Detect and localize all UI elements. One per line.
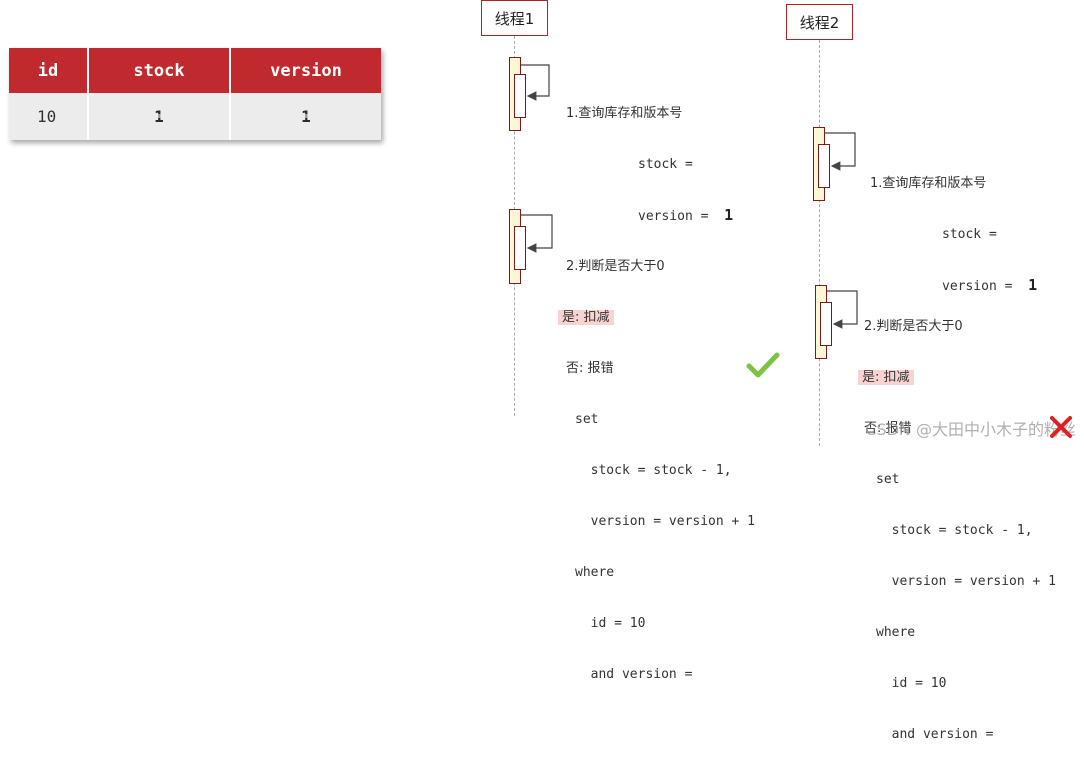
thread2-version-value: 1 xyxy=(1028,276,1038,294)
thread2-stock-line: stock = xyxy=(942,227,997,242)
thread2-version-label: version = xyxy=(942,279,1013,294)
thread1-title: 线程1 xyxy=(481,0,548,36)
thread1-yes-label: 是: 扣减 xyxy=(558,310,614,325)
thread1-activation-query-inner xyxy=(514,74,526,118)
thread2-yes-label: 是: 扣减 xyxy=(858,370,914,385)
thread1-yes-line: 是: 扣减 xyxy=(558,309,755,326)
cell-stock: 1 xyxy=(88,93,231,140)
thread1-version-line: version = 1 xyxy=(566,207,733,225)
thread2-title: 线程2 xyxy=(786,4,853,40)
thread2-query-label: 1.查询库存和版本号 xyxy=(870,176,987,191)
thread1-stock-line: stock = xyxy=(638,157,693,172)
thread1-judge-note: 2.判断是否大于0 是: 扣减 否: 报错 set stock = stock … xyxy=(558,224,756,700)
thread1-query-note: 1.查询库存和版本号 stock = version = 1 xyxy=(566,71,733,242)
cell-id: 10 xyxy=(9,93,89,140)
thread1-sql-line-5: id = 10 xyxy=(575,616,646,631)
thread2-sql-line-2: stock = stock - 1, xyxy=(876,523,1033,538)
thread2-sql-line-6: and version = xyxy=(876,727,994,742)
thread1-sql-line-1: set xyxy=(575,412,599,427)
thread2-activation-query-inner xyxy=(818,144,830,188)
cross-icon xyxy=(1050,416,1072,438)
thread2-no-label: 否: 报错 xyxy=(864,421,912,436)
thread1-version-label: version = xyxy=(638,209,709,224)
thread1-query-label: 1.查询库存和版本号 xyxy=(566,106,683,121)
table-row: 10 1 1 xyxy=(9,93,381,140)
thread2-sql-line-5: id = 10 xyxy=(876,676,947,691)
thread1-judge-label: 2.判断是否大于0 xyxy=(566,259,665,274)
csdn-watermark: CSDN @大田中小木子的粉丝 xyxy=(865,420,1076,439)
thread2-activation-judge-inner xyxy=(820,302,832,346)
thread1-sql-line-3: version = version + 1 xyxy=(575,514,756,529)
thread2-judge-label: 2.判断是否大于0 xyxy=(864,319,963,334)
thread2-yes-line: 是: 扣减 xyxy=(858,369,1056,386)
thread1-sql-line-2: stock = stock - 1, xyxy=(575,463,732,478)
thread1-sql-line-4: where xyxy=(575,565,615,580)
check-icon xyxy=(746,352,780,378)
thread2-version-line: version = 1 xyxy=(870,277,1037,295)
thread2-lifeline xyxy=(819,40,820,446)
cell-version: 1 xyxy=(230,93,381,140)
header-stock: stock xyxy=(88,48,231,93)
stock-value: 1 xyxy=(151,107,165,126)
thread2-sql-line-1: set xyxy=(876,472,900,487)
table-header-row: id stock version xyxy=(9,48,381,93)
thread1-version-value: 1 xyxy=(724,206,734,224)
stock-table: id stock version 10 1 1 xyxy=(9,48,381,140)
thread2-sql-line-4: where xyxy=(876,625,916,640)
thread2-judge-note: 2.判断是否大于0 是: 扣减 否: 报错 set stock = stock … xyxy=(858,284,1057,760)
version-value: 1 xyxy=(298,107,312,126)
thread1-activation-judge-inner xyxy=(514,226,526,270)
header-id: id xyxy=(9,48,89,93)
thread2-query-note: 1.查询库存和版本号 stock = version = 1 xyxy=(870,141,1037,312)
thread1-sql-line-6: and version = xyxy=(575,667,693,682)
header-version: version xyxy=(230,48,381,93)
thread1-no-label: 否: 报错 xyxy=(566,361,614,376)
thread2-sql-line-3: version = version + 1 xyxy=(876,574,1057,589)
